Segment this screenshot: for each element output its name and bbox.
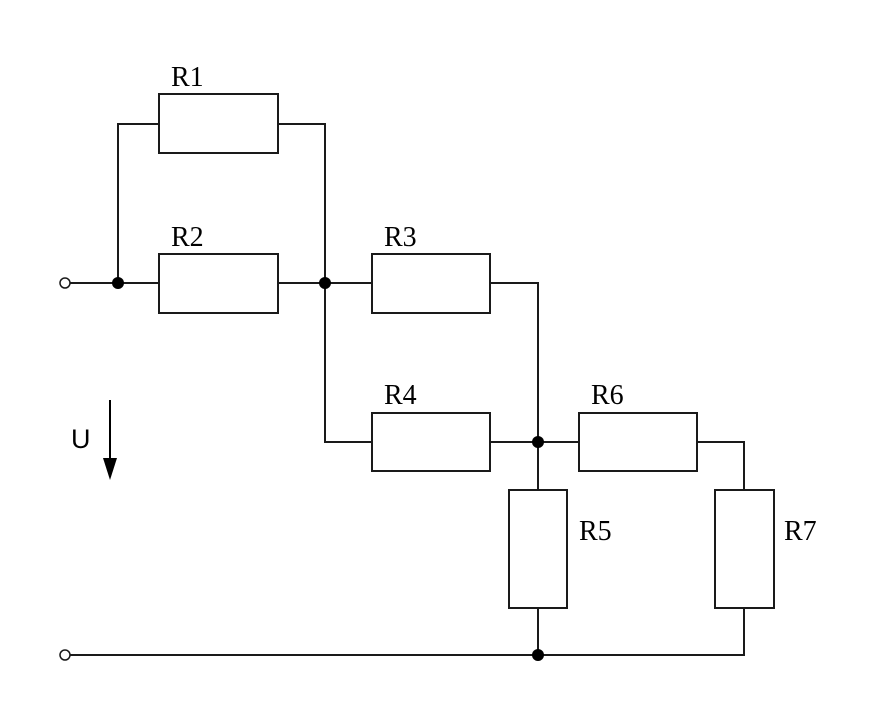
junction-node-middle — [319, 277, 331, 289]
resistor-label-r4: R4 — [384, 380, 417, 411]
resistor-label-r5: R5 — [579, 516, 612, 547]
resistors — [158, 93, 775, 609]
resistor-r5 — [508, 489, 568, 609]
resistor-label-r3: R3 — [384, 222, 417, 253]
terminal-top — [59, 277, 71, 289]
wire-r3-right — [489, 282, 539, 443]
wire-r1-left — [117, 123, 160, 284]
voltage-label: U — [71, 424, 91, 454]
junction-node-ground — [532, 649, 544, 661]
terminals — [59, 277, 71, 661]
junction-node-lower — [532, 436, 544, 448]
resistor-r1 — [158, 93, 279, 154]
resistor-label-r7: R7 — [784, 516, 817, 547]
resistor-label-r6: R6 — [591, 380, 624, 411]
resistor-r7 — [714, 489, 775, 609]
resistor-r2 — [158, 253, 279, 314]
wire-r4-left — [324, 282, 373, 443]
resistor-r4 — [371, 412, 491, 472]
wire-r1-right — [277, 123, 326, 284]
resistor-label-r2: R2 — [171, 222, 204, 253]
voltage-arrow — [103, 400, 117, 480]
wire-r6-right — [696, 441, 745, 491]
resistor-r6 — [578, 412, 698, 472]
wires — [69, 123, 745, 656]
junctions — [112, 277, 544, 661]
terminal-bottom — [59, 649, 71, 661]
junction-node-input — [112, 277, 124, 289]
voltage-arrow-head — [103, 458, 117, 480]
resistor-r3 — [371, 253, 491, 314]
resistor-label-r1: R1 — [171, 62, 204, 93]
labels: U R1 R2 R3 R4 R6 R5 R7 — [71, 62, 817, 547]
